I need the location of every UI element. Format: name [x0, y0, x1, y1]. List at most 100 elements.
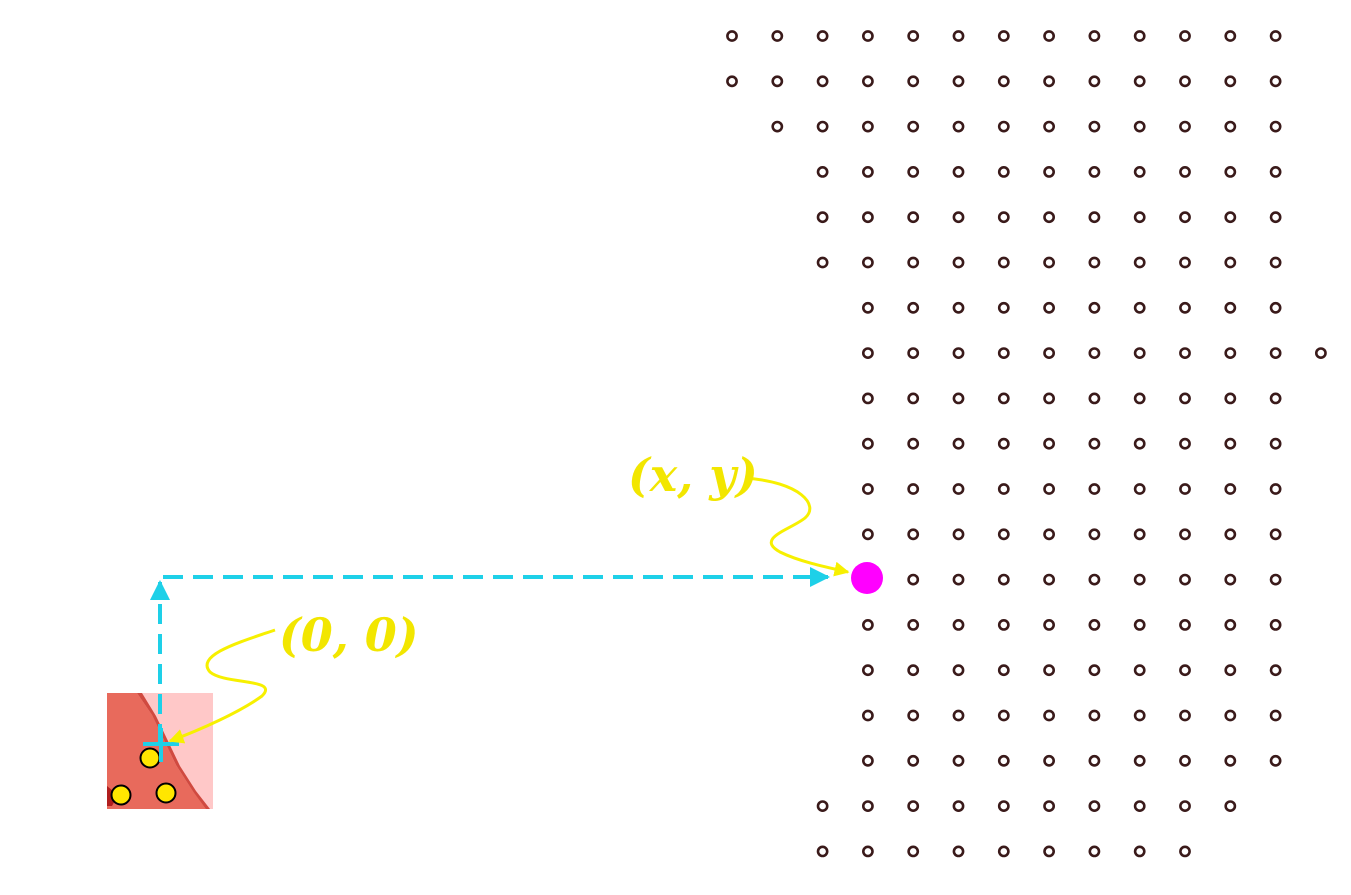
grid-dot: [1088, 754, 1101, 767]
grid-dot: [997, 120, 1010, 133]
grid-dot: [952, 30, 965, 42]
grid-dot: [1269, 165, 1282, 178]
grid-dot: [1269, 120, 1282, 133]
grid-dot: [1043, 347, 1055, 359]
grid-dot: [862, 165, 874, 178]
sample-point-grid: [726, 30, 1327, 858]
grid-dot: [1088, 301, 1101, 314]
grid-dot: [1043, 256, 1055, 269]
grid-dot: [1133, 392, 1146, 405]
grid-dot: [1043, 211, 1055, 224]
grid-dot: [1088, 573, 1101, 586]
grid-dot: [1224, 709, 1237, 722]
grid-dot: [952, 800, 965, 812]
grid-dot: [1133, 483, 1146, 495]
grid-dot: [997, 437, 1010, 450]
grid-dot: [1088, 845, 1101, 858]
grid-dot: [952, 709, 965, 722]
grid-dot: [997, 528, 1010, 541]
grid-dot: [771, 30, 784, 42]
grid-dot: [907, 754, 920, 767]
grid-dot: [1043, 800, 1055, 812]
grid-dot: [1133, 709, 1146, 722]
grid-dot: [771, 120, 784, 133]
grid-dot: [1133, 165, 1146, 178]
grid-dot: [1269, 392, 1282, 405]
grid-dot: [1224, 211, 1237, 224]
grid-dot: [997, 392, 1010, 405]
grid-dot: [907, 301, 920, 314]
grid-dot: [816, 800, 829, 812]
grid-dot: [907, 30, 920, 42]
grid-dot: [1133, 347, 1146, 359]
grid-dot: [1179, 573, 1191, 586]
grid-dot: [816, 120, 829, 133]
grid-dot: [952, 528, 965, 541]
grid-dot: [1315, 347, 1327, 359]
thumbnail-dots: [110, 747, 177, 806]
grid-dot: [952, 301, 965, 314]
grid-dot: [907, 75, 920, 88]
grid-dot: [862, 528, 874, 541]
grid-dot: [1088, 709, 1101, 722]
origin-callout-arrow: [168, 628, 276, 744]
grid-dot: [726, 30, 738, 42]
grid-dot: [862, 392, 874, 405]
grid-dot: [1224, 619, 1237, 631]
grid-dot: [1269, 483, 1282, 495]
grid-dot: [1224, 528, 1237, 541]
grid-dot: [1179, 528, 1191, 541]
grid-dot: [1043, 301, 1055, 314]
grid-dot: [907, 709, 920, 722]
grid-dot: [1043, 165, 1055, 178]
grid-dot: [997, 619, 1010, 631]
grid-dot: [952, 75, 965, 88]
thumbnail-dot: [139, 747, 161, 769]
grid-dot: [952, 754, 965, 767]
grid-dot: [907, 120, 920, 133]
grid-dot: [907, 528, 920, 541]
grid-dot: [952, 437, 965, 450]
grid-dot: [997, 211, 1010, 224]
grid-dot: [1224, 347, 1237, 359]
grid-dot: [1224, 754, 1237, 767]
grid-dot: [1133, 301, 1146, 314]
grid-dot: [1179, 845, 1191, 858]
grid-dot: [1043, 709, 1055, 722]
grid-dot: [1224, 75, 1237, 88]
grid-dot: [1133, 120, 1146, 133]
grid-dot: [1269, 75, 1282, 88]
grid-dot: [1088, 211, 1101, 224]
grid-dot: [1269, 347, 1282, 359]
grid-dot: [907, 845, 920, 858]
grid-dot: [907, 211, 920, 224]
grid-dot: [1043, 619, 1055, 631]
grid-dot: [1088, 165, 1101, 178]
grid-dot: [1224, 573, 1237, 586]
grid-dot: [997, 845, 1010, 858]
grid-dot: [1179, 437, 1191, 450]
origin-coordinate-label: (0, 0): [279, 608, 419, 662]
grid-dot: [997, 573, 1010, 586]
grid-dot: [816, 165, 829, 178]
grid-dot: [1133, 528, 1146, 541]
grid-dot: [1224, 437, 1237, 450]
grid-dot: [1269, 301, 1282, 314]
grid-dot: [1043, 845, 1055, 858]
grid-dot: [1133, 211, 1146, 224]
grid-dot: [952, 120, 965, 133]
thumbnail-dot: [155, 782, 177, 804]
grid-dot: [997, 301, 1010, 314]
grid-dot: [1088, 664, 1101, 677]
grid-dot: [1179, 301, 1191, 314]
grid-dot: [862, 301, 874, 314]
grid-dot: [862, 75, 874, 88]
grid-dot: [997, 256, 1010, 269]
grid-dot: [1043, 120, 1055, 133]
grid-dot: [1269, 528, 1282, 541]
grid-dot: [952, 392, 965, 405]
grid-dot: [1179, 392, 1191, 405]
grid-dot: [862, 754, 874, 767]
grid-dot: [952, 619, 965, 631]
grid-dot: [952, 483, 965, 495]
